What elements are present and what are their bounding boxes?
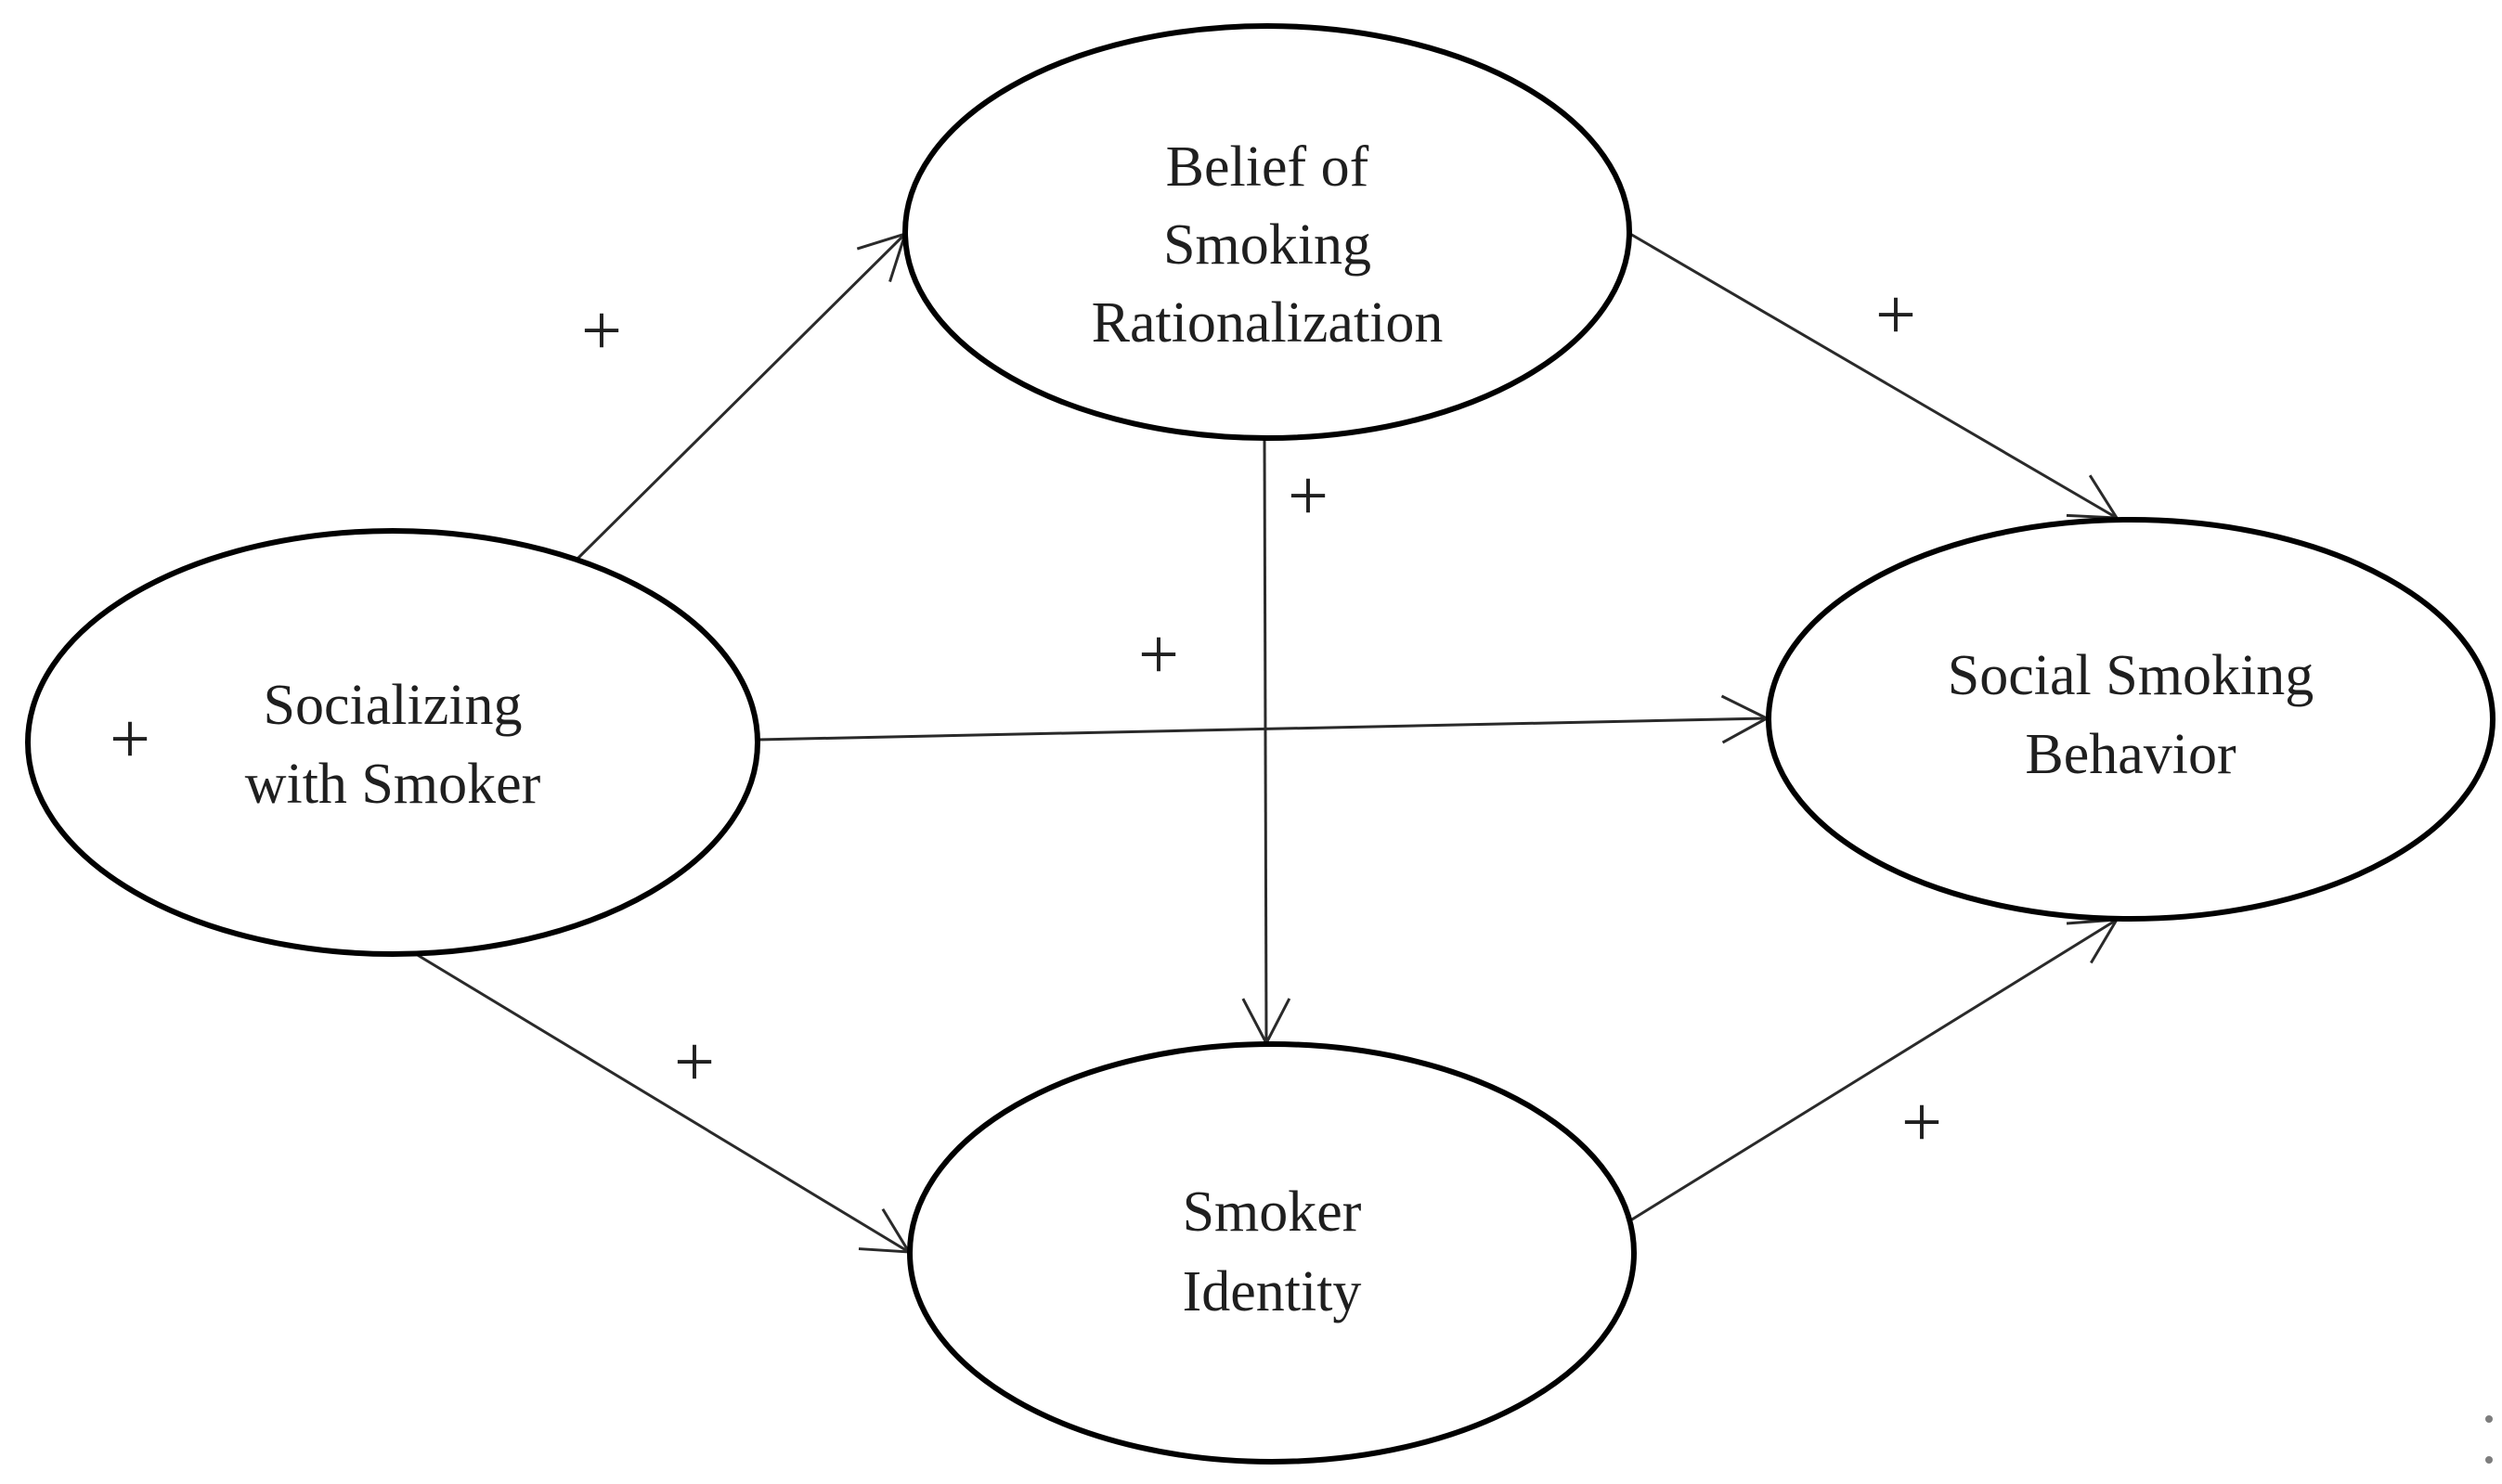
node-label-line: with Smoker — [245, 753, 541, 816]
edge-sign-socializing-to-identity: + — [674, 1021, 715, 1102]
edge-sign-socializing-to-behavior: + — [1138, 613, 1179, 694]
node-ellipse-socializing — [25, 528, 760, 957]
node-label-line: Socializing — [264, 674, 523, 737]
edge-sign-identity-to-behavior: + — [1901, 1081, 1942, 1162]
node-ellipse-behavior — [1766, 517, 2496, 922]
node-label-line: Smoker — [1183, 1181, 1362, 1244]
edge-socializing-to-identity — [415, 952, 912, 1254]
node-label-line: Smoking — [1163, 213, 1371, 277]
stray-plus-sign: + — [110, 698, 150, 779]
artifact-dot — [2485, 1456, 2493, 1464]
node-label-line: Rationalization — [1092, 291, 1444, 355]
edge-socializing-to-belief — [573, 231, 908, 563]
artifact-dot — [2485, 1415, 2493, 1423]
node-label-line: Belief of — [1166, 135, 1369, 199]
edge-sign-belief-to-identity: + — [1288, 455, 1329, 536]
node-socializing-with-smoker: Socializing with Smoker — [25, 528, 760, 957]
node-label-line: Social Smoking — [1948, 644, 2314, 707]
edge-sign-socializing-to-belief: + — [581, 290, 622, 370]
node-social-smoking-behavior: Social Smoking Behavior — [1766, 517, 2496, 922]
node-ellipse-identity — [907, 1041, 1637, 1465]
edge-identity-to-behavior — [1627, 918, 2120, 1224]
edge-sign-belief-to-behavior: + — [1875, 274, 1916, 355]
node-smoker-identity: Smoker Identity — [907, 1041, 1637, 1465]
edge-belief-to-identity — [1241, 437, 1291, 1047]
node-belief-of-smoking-rationalization: Belief of Smoking Rationalization — [902, 23, 1632, 441]
edge-socializing-to-behavior — [757, 694, 1770, 744]
node-label-line: Identity — [1183, 1260, 1362, 1323]
node-label-line: Behavior — [2025, 723, 2236, 786]
edge-belief-to-behavior — [1629, 232, 2120, 520]
node-ellipse-belief — [902, 23, 1632, 441]
